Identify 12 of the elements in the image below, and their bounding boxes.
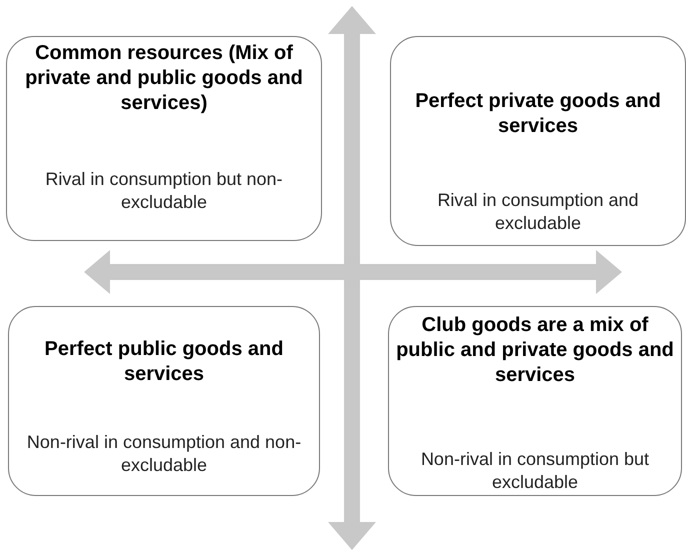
quadrant-box xyxy=(8,306,320,496)
description-text: Rival in consumption and excludable xyxy=(436,189,640,234)
description-text: Non-rival in consumption but excludable xyxy=(420,448,650,493)
quadrant-box xyxy=(6,36,322,241)
heading-text: Common resources (Mix of private and public goods and services) xyxy=(24,41,304,116)
heading-text: Perfect private goods and services xyxy=(414,89,662,139)
heading-text: Club goods are a mix of public and private goods and services xyxy=(395,313,675,388)
description-text: Non-rival in consumption and non-excludable xyxy=(26,431,302,476)
description-text: Rival in consumption but non-excludable xyxy=(44,168,284,213)
quadrant-box xyxy=(388,306,682,496)
heading-text: Perfect public goods and services xyxy=(44,337,284,387)
quadrant-box xyxy=(390,36,686,246)
